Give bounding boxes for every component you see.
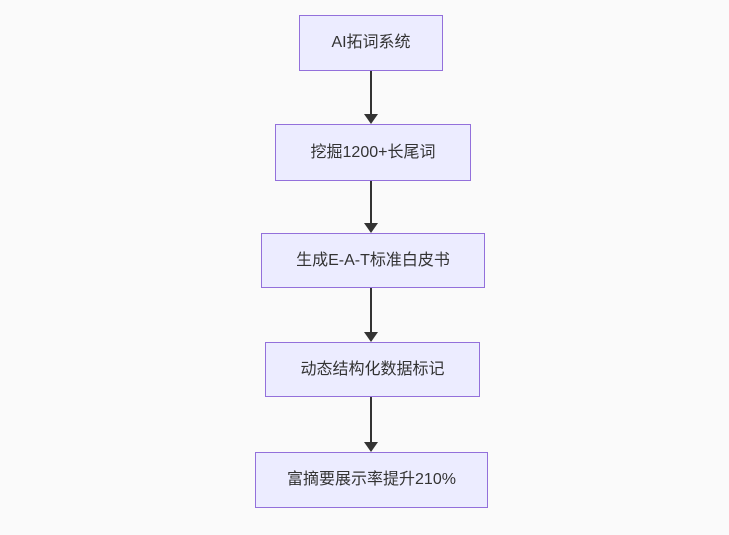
flow-node-ai-word-expansion-system: AI拓词系统 bbox=[299, 15, 443, 71]
flow-node-label: 生成E-A-T标准白皮书 bbox=[296, 251, 450, 269]
flow-node-label: 挖掘1200+长尾词 bbox=[310, 143, 436, 161]
flow-node-label: AI拓词系统 bbox=[331, 34, 411, 51]
arrowhead-down-icon bbox=[364, 223, 378, 233]
flow-arrow-down bbox=[364, 181, 378, 233]
flow-node-label: 动态结构化数据标记 bbox=[300, 360, 445, 378]
flow-arrow-down bbox=[364, 71, 378, 124]
flow-node-mine-longtail-keywords: 挖掘1200+长尾词 bbox=[275, 124, 471, 181]
arrow-line bbox=[370, 71, 372, 114]
arrow-line bbox=[370, 288, 372, 332]
flow-node-rich-snippet-rate-increase: 富摘要展示率提升210% bbox=[255, 452, 488, 508]
flow-node-dynamic-structured-data-markup: 动态结构化数据标记 bbox=[265, 342, 480, 397]
flow-arrow-down bbox=[364, 397, 378, 452]
flow-node-generate-eat-whitepaper: 生成E-A-T标准白皮书 bbox=[261, 233, 485, 288]
arrowhead-down-icon bbox=[364, 332, 378, 342]
arrowhead-down-icon bbox=[364, 442, 378, 452]
arrow-line bbox=[370, 181, 372, 223]
arrow-line bbox=[370, 397, 372, 442]
flow-node-label: 富摘要展示率提升210% bbox=[287, 471, 456, 488]
flow-arrow-down bbox=[364, 288, 378, 342]
arrowhead-down-icon bbox=[364, 114, 378, 124]
